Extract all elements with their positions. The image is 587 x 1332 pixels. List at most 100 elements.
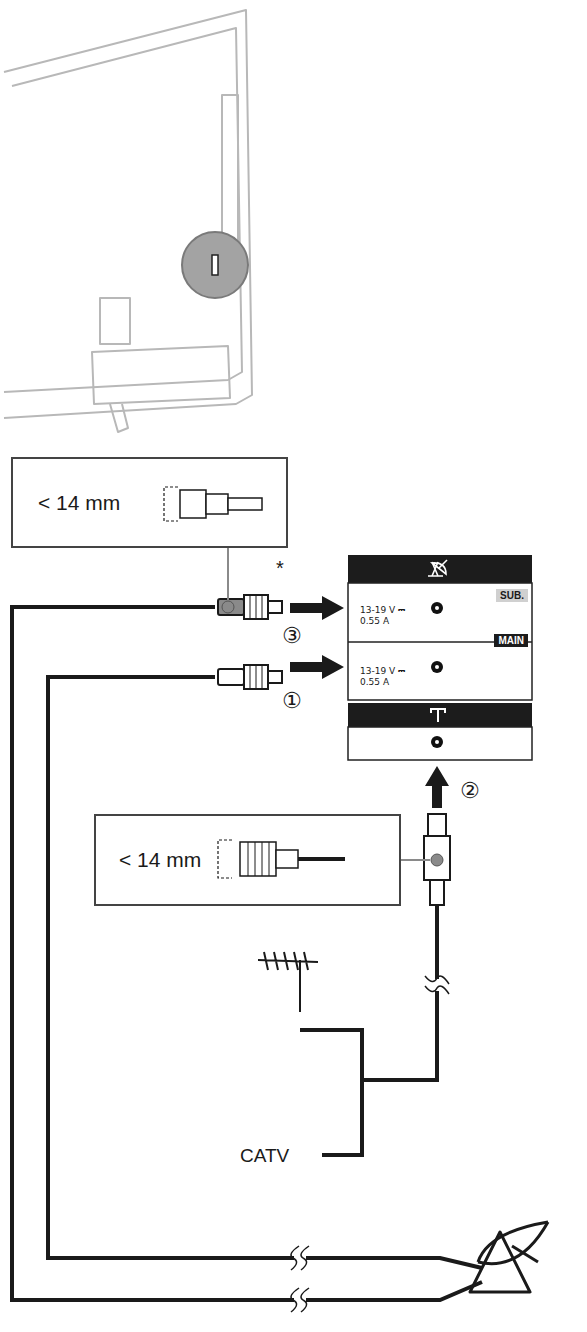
dimension-text: < 14 mm: [119, 848, 201, 872]
terminal-sockets: [431, 602, 443, 748]
terminal-mark: [212, 255, 218, 275]
leader-dot: [431, 854, 443, 866]
arrow-right: [290, 596, 344, 620]
socket-antenna: [431, 736, 443, 748]
footnote-mark: *: [274, 558, 286, 578]
break-mark: [425, 986, 449, 994]
rating-text: 13-19 V ⎓ 0.55 A: [360, 666, 426, 689]
aerial: [258, 952, 318, 1012]
cable-break: [291, 1288, 309, 1312]
dish-reflector: [478, 1222, 548, 1262]
coax-cable: [300, 905, 437, 1080]
sketch-grip: [248, 842, 249, 876]
socket-pin: [435, 606, 439, 610]
dimension-bracket: [164, 487, 178, 521]
callout-number: ②: [458, 780, 482, 802]
icon-stroke: [430, 709, 446, 722]
leader-dot: [222, 601, 234, 613]
satellite-icon: [428, 560, 447, 576]
callout-number: ③: [280, 625, 304, 647]
connector-body: [218, 599, 244, 615]
sketch-nut: [180, 490, 206, 518]
connector-tip: [268, 671, 282, 683]
dish-arm: [512, 1246, 538, 1262]
nut-flat: [262, 665, 263, 689]
break-mark: [425, 976, 449, 984]
rating-text: 13-19 V ⎓ 0.55 A: [360, 605, 426, 628]
sketch-body: [240, 842, 276, 876]
nut-flat: [256, 665, 257, 689]
connector-nut: [244, 665, 268, 689]
socket-pin: [435, 665, 439, 669]
nut-flat: [262, 595, 263, 619]
callout-frame: [12, 458, 287, 547]
plug-sketch: [240, 842, 345, 876]
plug-sleeve: [430, 880, 444, 905]
break-mark: [291, 1288, 299, 1312]
terminal-panel: [348, 555, 532, 760]
sketch-sleeve: [228, 498, 262, 510]
port-tag: MAIN: [494, 634, 528, 647]
dish-reflector: [478, 1222, 548, 1264]
satellite-header: [348, 555, 532, 583]
coax-cable: [48, 677, 482, 1268]
coax-cable: [12, 607, 482, 1300]
satellite-rows: [348, 583, 532, 700]
leader-line: [401, 859, 430, 861]
tv-stand-foot: [110, 404, 128, 432]
terminal-highlight: [182, 232, 248, 298]
sketch-sleeve: [276, 850, 298, 868]
terminal-row: 13-19 V ⎓ 0.55 AMAIN: [348, 642, 532, 700]
cable-break: [291, 1246, 309, 1270]
dimension-bracket: [218, 840, 232, 878]
port-tag: SUB.: [496, 589, 528, 602]
tv-rim: [4, 28, 242, 392]
break-mark: [301, 1246, 309, 1270]
antenna-row: [348, 727, 532, 760]
callout-number: ①: [280, 690, 304, 712]
leader-line: [227, 548, 229, 600]
dimension-callout: < 14 mm: [95, 815, 400, 905]
sketch-cable: [298, 857, 345, 861]
socket-sub: [431, 602, 443, 614]
connector-nut: [244, 595, 268, 619]
cable-break: [425, 976, 449, 994]
callout-boxes: [12, 458, 400, 905]
socket-pin: [435, 740, 439, 744]
callout-frame: [95, 815, 400, 905]
tv-back: [4, 10, 252, 432]
dimension-text: < 14 mm: [38, 491, 120, 515]
connector-body: [218, 669, 244, 685]
source-label: CATV: [238, 1146, 291, 1165]
sketch-grip: [269, 842, 270, 876]
f-connector: [218, 665, 282, 689]
nut-flat: [256, 595, 257, 619]
socket-main: [431, 661, 443, 673]
arrow-up: [425, 766, 449, 808]
icon-stroke: [439, 560, 447, 568]
plug-tip: [428, 814, 446, 836]
connectors: [218, 548, 450, 905]
arrow-right: [290, 655, 344, 679]
nut-flat: [250, 595, 251, 619]
icon-stroke: [432, 563, 446, 574]
antenna-icon: [430, 709, 446, 722]
connector-sketch: [180, 490, 262, 518]
dimension-callout: < 14 mm: [12, 458, 287, 547]
connector-tip: [268, 601, 282, 613]
break-mark: [291, 1246, 299, 1270]
insert-arrows: [290, 596, 449, 808]
tv-outline: [4, 10, 252, 418]
tv-stand-base: [92, 346, 230, 404]
socket-centres: [435, 606, 439, 744]
tv-slot: [222, 95, 238, 245]
aerial-elements: [258, 952, 318, 1012]
antenna-header: [348, 703, 532, 727]
coax-cable: [322, 1080, 362, 1155]
break-mark: [301, 1288, 309, 1312]
sketch-body: [206, 494, 228, 514]
tv-plate: [100, 298, 130, 344]
sketch-grip: [262, 842, 263, 876]
